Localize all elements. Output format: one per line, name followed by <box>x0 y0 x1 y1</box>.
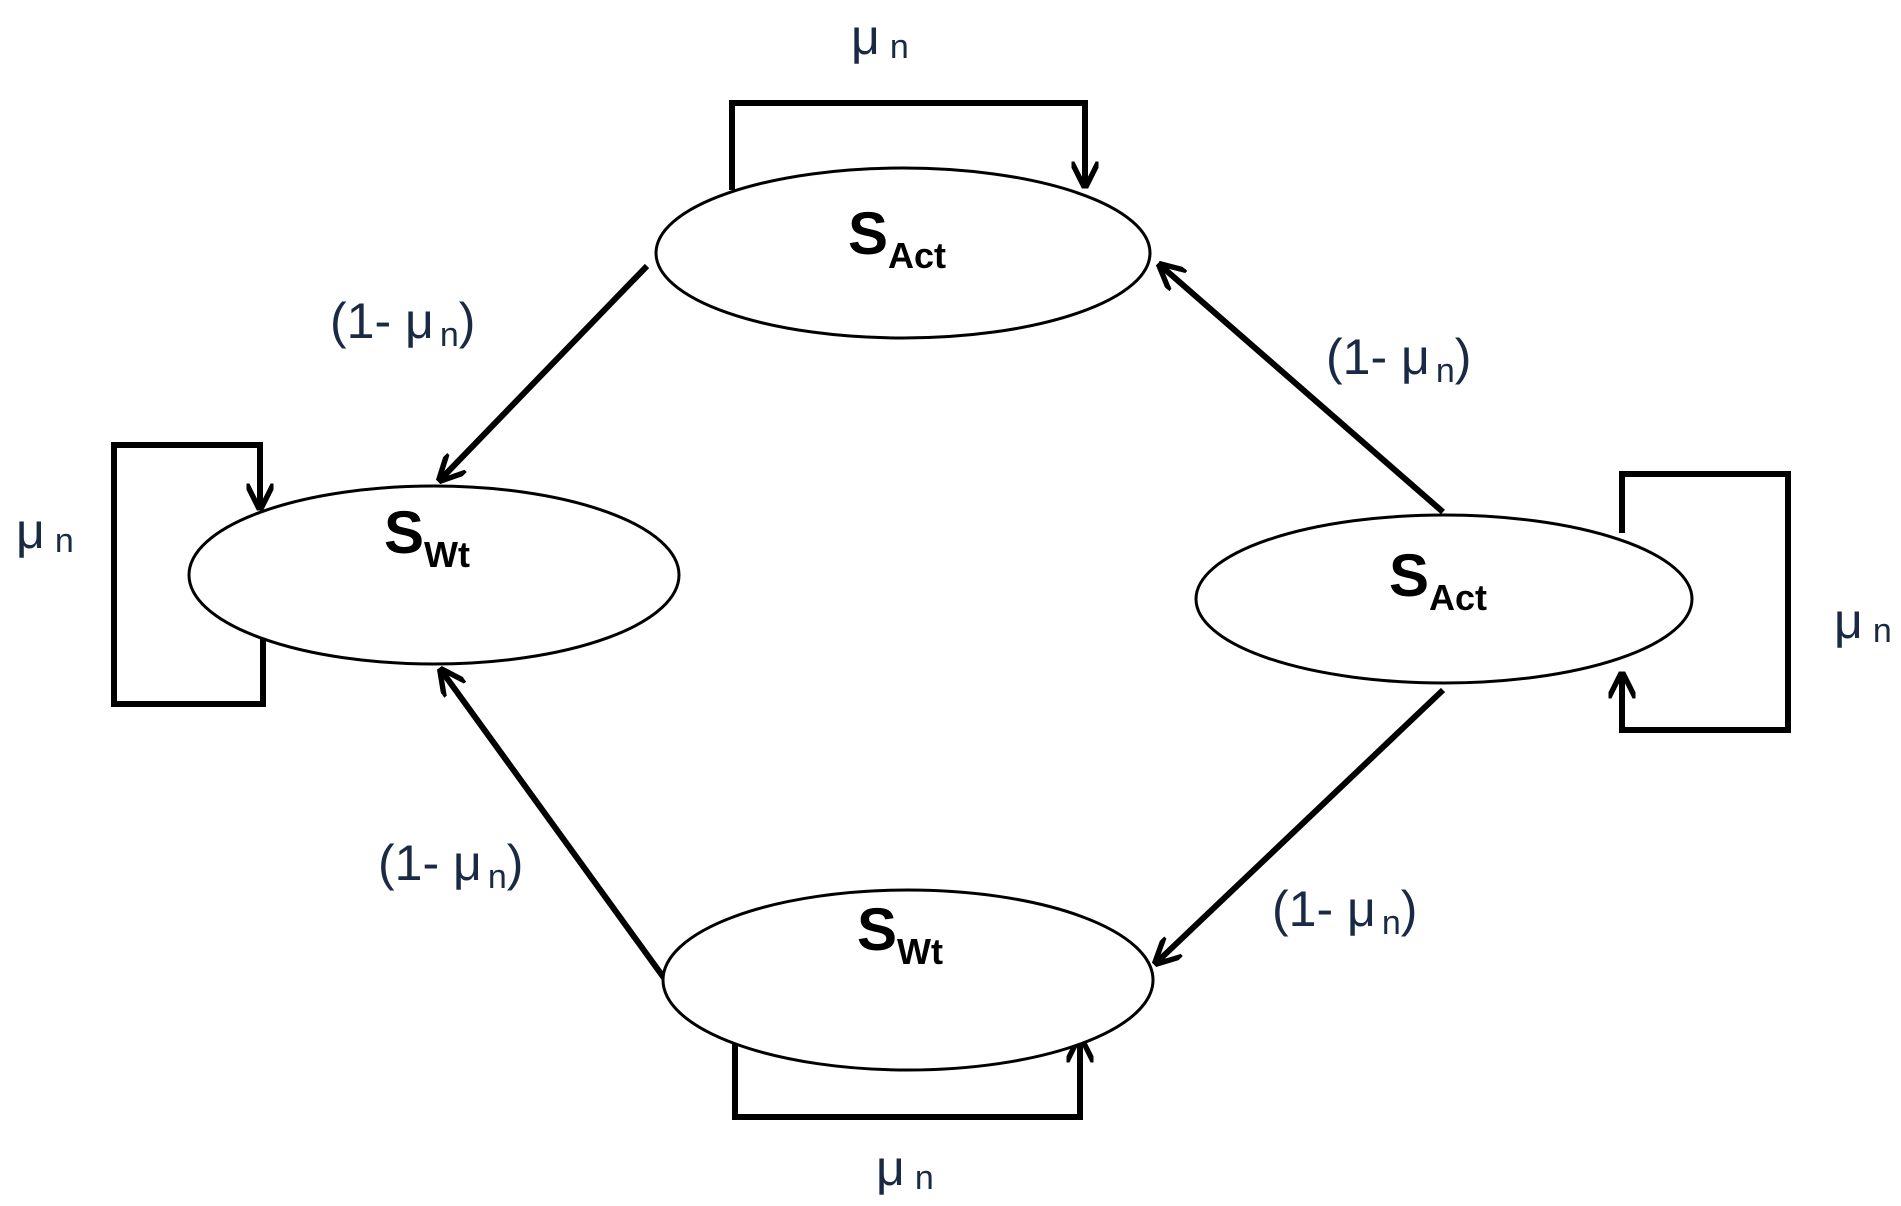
self-loop-right-edge <box>1622 471 1791 733</box>
state-symbol: S <box>857 896 897 963</box>
state-ellipse <box>187 484 681 666</box>
state-symbol: S <box>848 200 888 267</box>
svg-text:SAct: SAct <box>1389 542 1487 618</box>
self-loop-bottom-edge <box>732 1033 1080 1120</box>
edge-right-to-top <box>1160 265 1445 515</box>
state-node-left[interactable]: SWt <box>187 484 681 666</box>
state-ellipse <box>1194 513 1694 685</box>
state-ellipse <box>661 888 1155 1072</box>
svg-text:SWt: SWt <box>384 499 470 575</box>
edge-right-to-bottom <box>1156 687 1446 963</box>
state-subscript: Act <box>1429 577 1487 618</box>
state-symbol: S <box>1389 542 1429 609</box>
state-node-right[interactable]: SAct <box>1194 513 1694 685</box>
edge-bottom-to-left <box>441 670 667 980</box>
state-subscript: Act <box>888 235 946 276</box>
self-loop-left-edge <box>111 442 263 707</box>
svg-text:SWt: SWt <box>857 896 943 972</box>
state-node-top[interactable]: SAct <box>654 166 1152 340</box>
svg-text:SAct: SAct <box>848 200 946 276</box>
state-subscript: Wt <box>897 931 943 972</box>
state-node-bottom[interactable]: SWt <box>661 888 1155 1072</box>
state-subscript: Wt <box>424 534 470 575</box>
self-loop-top-edge <box>729 100 1085 190</box>
state-ellipse <box>654 166 1152 340</box>
edge-top-to-left <box>440 263 650 480</box>
state-symbol: S <box>384 499 424 566</box>
